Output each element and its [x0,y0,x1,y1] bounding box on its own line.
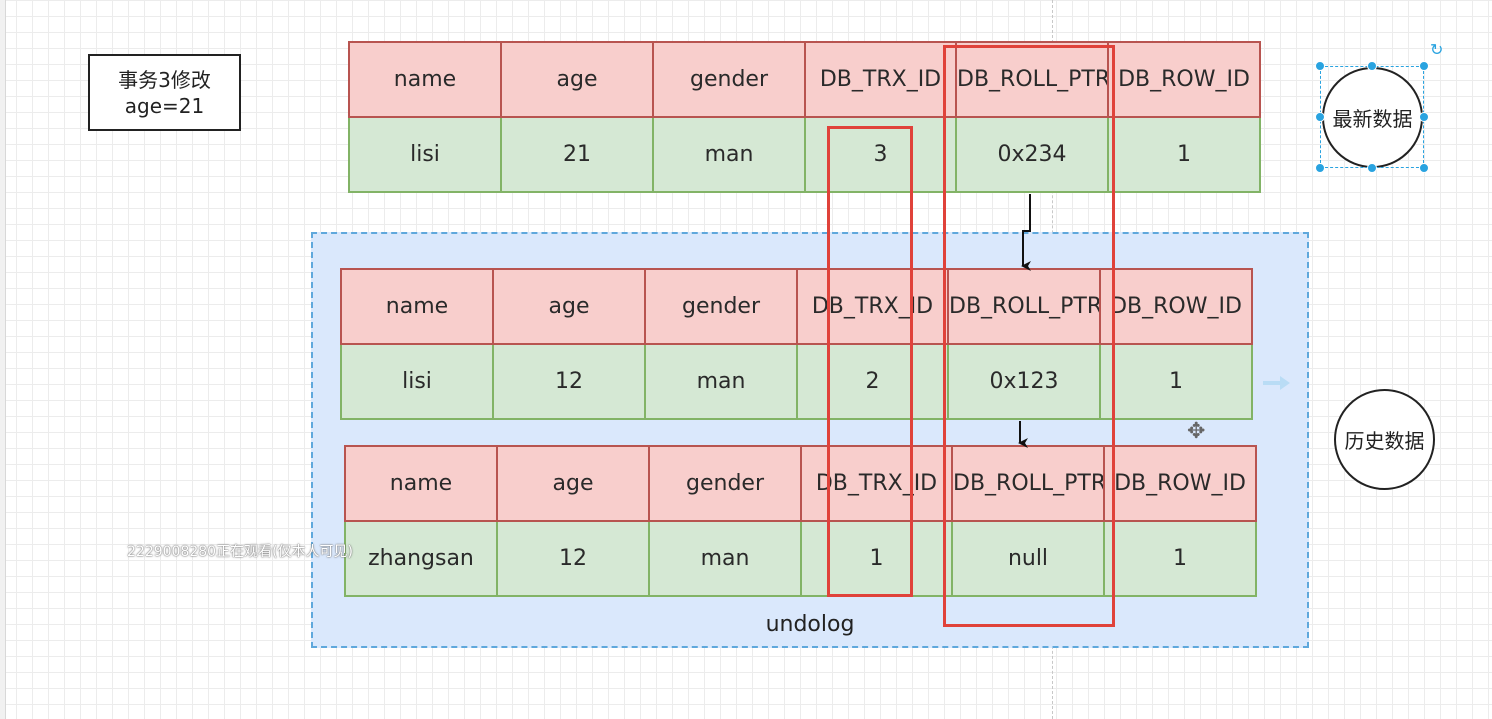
value-cell-age[interactable]: 12 [496,520,650,597]
value-cell-gender[interactable]: man [648,520,802,597]
db-roll-ptr-highlight-box[interactable] [943,45,1115,627]
latest-data-label: 最新数据 [1332,107,1413,131]
value-cell-db-roll-ptr[interactable]: null [951,520,1105,597]
resize-handle-sw[interactable] [1315,163,1325,173]
undolog-label: undolog [765,612,855,637]
header-cell-name[interactable]: name [340,268,494,345]
value-cell-db-row-id[interactable]: 1 [1099,343,1253,420]
transaction-note[interactable]: 事务3修改 age=21 [88,54,241,131]
header-cell-db-roll-ptr[interactable]: DB_ROLL_PTR [947,268,1101,345]
header-row: name age gender DB_TRX_ID DB_ROLL_PTR DB… [348,41,1261,118]
value-row: lisi 12 man 2 0x123 1 [340,343,1253,420]
header-cell-db-roll-ptr[interactable]: DB_ROLL_PTR [955,41,1109,118]
header-cell-db-trx-id[interactable]: DB_TRX_ID [804,41,957,118]
header-cell-age[interactable]: age [500,41,654,118]
header-cell-db-trx-id[interactable]: DB_TRX_ID [800,445,953,522]
value-cell-db-roll-ptr[interactable]: 0x234 [955,116,1109,193]
value-cell-db-trx-id[interactable]: 2 [796,343,949,420]
rotate-icon[interactable]: ↻ [1430,40,1444,59]
header-cell-gender[interactable]: gender [644,268,798,345]
resize-handle-ne[interactable] [1419,61,1429,71]
resize-handle-e[interactable] [1419,112,1429,122]
history-record-2-table[interactable]: name age gender DB_TRX_ID DB_ROLL_PTR DB… [344,445,1257,597]
resize-handle-w[interactable] [1315,112,1325,122]
faint-arrow-icon [1263,376,1290,390]
value-cell-db-roll-ptr[interactable]: 0x123 [947,343,1101,420]
history-record-1-table[interactable]: name age gender DB_TRX_ID DB_ROLL_PTR DB… [340,268,1253,420]
value-cell-age[interactable]: 21 [500,116,654,193]
header-cell-gender[interactable]: gender [648,445,802,522]
value-cell-name[interactable]: lisi [348,116,502,193]
header-cell-name[interactable]: name [344,445,498,522]
value-cell-db-row-id[interactable]: 1 [1103,520,1257,597]
history-data-circle[interactable]: 历史数据 [1334,389,1435,490]
header-row: name age gender DB_TRX_ID DB_ROLL_PTR DB… [344,445,1257,522]
resize-handle-nw[interactable] [1315,61,1325,71]
value-cell-gender[interactable]: man [644,343,798,420]
header-cell-db-row-id[interactable]: DB_ROW_ID [1107,41,1261,118]
move-cursor-icon: ✥ [1187,419,1206,444]
value-cell-db-row-id[interactable]: 1 [1107,116,1261,193]
value-cell-gender[interactable]: man [652,116,806,193]
value-cell-name[interactable]: lisi [340,343,494,420]
viewer-watermark: 2229008280正在观看(仅本人可见) [127,544,353,560]
value-cell-age[interactable]: 12 [492,343,646,420]
resize-handle-se[interactable] [1419,163,1429,173]
value-cell-db-trx-id[interactable]: 1 [800,520,953,597]
header-row: name age gender DB_TRX_ID DB_ROLL_PTR DB… [340,268,1253,345]
value-row: lisi 21 man 3 0x234 1 [348,116,1261,193]
header-cell-db-row-id[interactable]: DB_ROW_ID [1099,268,1253,345]
latest-data-circle[interactable]: 最新数据 [1322,67,1423,168]
canvas-left-edge [0,0,6,719]
db-trx-id-highlight-box[interactable] [827,126,913,597]
value-cell-name[interactable]: zhangsan [344,520,498,597]
selection-box [1320,66,1424,168]
header-cell-db-roll-ptr[interactable]: DB_ROLL_PTR [951,445,1105,522]
value-row: zhangsan 12 man 1 null 1 [344,520,1257,597]
note-line-2: age=21 [124,93,205,118]
header-cell-age[interactable]: age [492,268,646,345]
history-data-label: 历史数据 [1344,429,1425,453]
header-cell-db-trx-id[interactable]: DB_TRX_ID [796,268,949,345]
resize-handle-n[interactable] [1367,61,1377,71]
header-cell-gender[interactable]: gender [652,41,806,118]
header-cell-age[interactable]: age [496,445,650,522]
resize-handle-s[interactable] [1367,163,1377,173]
note-line-1: 事务3修改 [118,67,211,92]
header-cell-db-row-id[interactable]: DB_ROW_ID [1103,445,1257,522]
header-cell-name[interactable]: name [348,41,502,118]
roll-ptr-arrow-latest-to-history1[interactable] [1021,194,1031,271]
latest-record-table[interactable]: name age gender DB_TRX_ID DB_ROLL_PTR DB… [348,41,1261,193]
